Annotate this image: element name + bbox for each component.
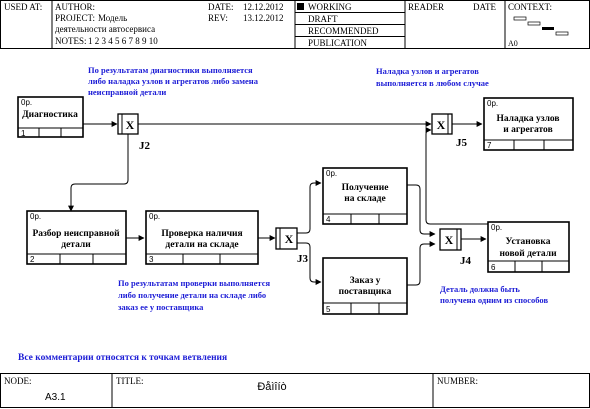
box-2-number: 2 xyxy=(30,255,35,264)
process-box-7[interactable]: 0р. Наладка узлов и агрегатов 7 xyxy=(483,97,574,151)
comment-adjustment: Наладка узлов и агрегатов выполняется в … xyxy=(376,66,489,88)
box-3-label-line1: Проверка наличия xyxy=(161,229,242,239)
junction-j2-label: J2 xyxy=(139,140,151,152)
box-1-number: 1 xyxy=(21,129,26,138)
comment-4-line2: получена одним из способов xyxy=(440,295,548,305)
arrow-j3-to-box4 xyxy=(297,180,322,234)
box-7-label-line2: и агрегатов xyxy=(503,125,552,135)
node-label: NODE: xyxy=(4,376,32,386)
box-3-cost: 0р. xyxy=(149,212,160,221)
box-3-label-line2: детали на складе xyxy=(165,240,238,250)
comment-diagnostics: По результатам диагностики выполняется л… xyxy=(88,65,259,97)
comment-1-line3: неисправной детали xyxy=(88,87,166,97)
box-2-label-line2: детали xyxy=(61,240,91,250)
box-3-number: 3 xyxy=(149,255,154,264)
junction-j3[interactable]: X J3 xyxy=(275,227,309,265)
box-6-number: 6 xyxy=(491,263,496,272)
box-2-label-line1: Разбор неисправной xyxy=(32,228,120,239)
working-status-checkbox[interactable] xyxy=(297,3,304,10)
comment-2-line1: Наладка узлов и агрегатов xyxy=(376,66,479,76)
box-6-label-line1: Установка xyxy=(506,237,551,247)
process-box-5[interactable]: Заказ у поставщика 5 xyxy=(322,257,408,315)
box-1-label: Диагностика xyxy=(22,110,78,120)
arrow-j3-to-box5 xyxy=(297,242,322,285)
comment-all-branching: Все комментарии относятся к точкам ветвл… xyxy=(18,353,227,363)
project-value-line1: Модель xyxy=(98,13,127,23)
arrow-box5-to-j4 xyxy=(407,241,436,286)
box-5-label-line2: поставщика xyxy=(339,287,392,297)
status-recommended: RECOMMENDED xyxy=(308,26,379,36)
comment-3-line2: либо получение детали на складе либо xyxy=(118,290,266,300)
box-5-number: 5 xyxy=(326,305,331,314)
project-value-line2: деятельности автосервиса xyxy=(55,24,155,34)
rev-value: 13.12.2012 xyxy=(243,13,284,23)
status-working: WORKING xyxy=(308,2,352,12)
junction-j4-symbol: X xyxy=(445,233,454,247)
process-box-2[interactable]: 0р. Разбор неисправной детали 2 xyxy=(26,210,127,265)
box-6-cost: 0р. xyxy=(491,223,502,232)
status-publication: PUBLICATION xyxy=(308,38,368,48)
date-label: DATE: xyxy=(208,2,234,12)
node-value: A3.1 xyxy=(45,392,66,403)
notes-label: NOTES: xyxy=(55,36,87,46)
box-6-label-line2: новой детали xyxy=(499,248,557,259)
junction-j3-symbol: X xyxy=(285,232,294,246)
project-label: PROJECT: xyxy=(55,13,95,23)
process-box-4[interactable]: 0р. Получение на складе 4 xyxy=(322,167,408,225)
box-7-number: 7 xyxy=(487,141,492,150)
process-box-1[interactable]: 0р. Диагностика 1 xyxy=(17,96,84,138)
comment-1-line2: либо наладка узлов и агрегатов либо заме… xyxy=(88,76,259,86)
context-label: CONTEXT: xyxy=(508,2,552,12)
junction-j2[interactable]: X J2 xyxy=(117,113,151,152)
junction-j3-label: J3 xyxy=(297,253,309,265)
box-2-cost: 0р. xyxy=(30,212,41,221)
comment-3-line1: По результатам проверки выполняется xyxy=(118,278,270,288)
junction-j5[interactable]: X J5 xyxy=(431,113,468,149)
footer-frame xyxy=(0,373,590,408)
rev-label: REV: xyxy=(208,13,228,23)
junction-j2-symbol: X xyxy=(126,118,135,132)
box-7-label-line1: Наладка узлов xyxy=(496,114,559,124)
diagram-title: Ðåìîíò xyxy=(257,381,286,393)
reader-date-label: DATE xyxy=(473,2,496,12)
arrow-box4-to-j4 xyxy=(407,184,436,237)
comment-2-line2: выполняется в любом случае xyxy=(376,78,489,88)
box-4-label-line2: на складе xyxy=(344,194,385,204)
number-label: NUMBER: xyxy=(437,376,478,386)
title-label: TITLE: xyxy=(116,376,144,386)
box-4-number: 4 xyxy=(326,215,331,224)
comment-1-line1: По результатам диагностики выполняется xyxy=(88,65,253,75)
comment-4-line1: Деталь должна быть xyxy=(440,284,520,294)
junction-j5-label: J5 xyxy=(456,137,468,149)
arrows xyxy=(68,121,488,286)
arrow-box6-to-j5 xyxy=(425,127,488,225)
date-value: 12.12.2012 xyxy=(243,2,284,12)
process-box-6[interactable]: 0р. Установка новой детали 6 xyxy=(487,221,570,273)
notes-values: 1 2 3 4 5 6 7 8 9 10 xyxy=(88,36,158,46)
junction-j5-symbol: X xyxy=(437,118,446,132)
junction-j4[interactable]: X J4 xyxy=(439,228,472,267)
arrow-j2-to-box2 xyxy=(68,134,129,212)
comment-stock-check: По результатам проверки выполняется либо… xyxy=(118,278,270,312)
used-at-label: USED AT: xyxy=(4,2,42,12)
box-1-cost: 0р. xyxy=(21,98,32,107)
status-draft: DRAFT xyxy=(308,14,338,24)
reader-label: READER xyxy=(408,2,444,12)
box-4-cost: 0р. xyxy=(326,169,337,178)
box-7-cost: 0р. xyxy=(487,99,498,108)
junction-j4-label: J4 xyxy=(460,255,472,267)
box-4-label-line1: Получение xyxy=(342,183,389,193)
context-thumbnail xyxy=(513,16,569,36)
box-5-label-line1: Заказ у xyxy=(350,276,381,286)
author-label: AUTHOR: xyxy=(55,2,95,12)
context-node: A0 xyxy=(508,39,518,48)
comment-3-line3: заказ ее у поставщика xyxy=(118,302,204,312)
comment-part-obtained: Деталь должна быть получена одним из спо… xyxy=(440,284,548,305)
process-box-3[interactable]: 0р. Проверка наличия детали на складе 3 xyxy=(145,210,259,265)
